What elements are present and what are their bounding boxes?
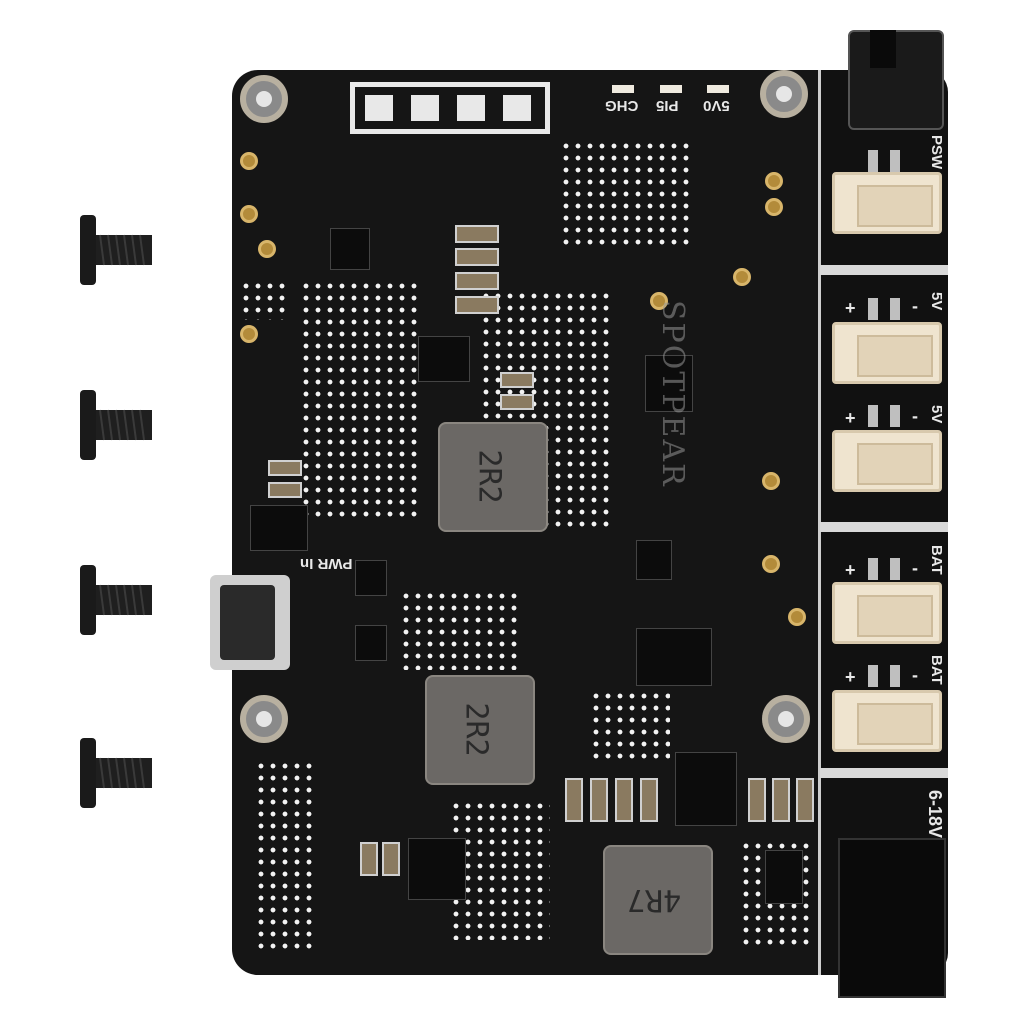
screw-1: [80, 215, 152, 285]
plus-marker: +: [845, 408, 856, 428]
strip-divider-line: [818, 70, 821, 975]
connector-psw[interactable]: [832, 172, 942, 234]
ic-chip: [765, 850, 803, 904]
connector-5v-2[interactable]: [832, 430, 942, 492]
label-5v0: 5V0: [703, 97, 730, 114]
screw-2: [80, 390, 152, 460]
ic-chip: [355, 625, 387, 661]
via-field: [255, 760, 315, 950]
inductor-2r2-a: 2R2: [438, 422, 548, 532]
via-field: [590, 690, 670, 760]
label-5v-1: 5V: [928, 292, 945, 311]
connector-bat-2[interactable]: [832, 690, 942, 752]
plus-marker: +: [845, 560, 856, 580]
via-field: [450, 800, 550, 940]
label-dc-input: 6-18V: [925, 790, 945, 839]
minus-marker: -: [912, 406, 918, 426]
ic-chip: [250, 505, 308, 551]
label-psw: PSW: [928, 135, 945, 170]
via-field: [240, 280, 290, 320]
watermark: SPOTPEAR: [655, 300, 690, 488]
power-switch-cap[interactable]: [870, 30, 896, 68]
ic-chip: [355, 560, 387, 596]
usb-c-port[interactable]: [210, 575, 290, 670]
via-field: [560, 140, 690, 250]
led-pi5: [660, 85, 682, 93]
dc-jack[interactable]: [838, 838, 946, 998]
ic-chip: [636, 628, 712, 686]
ic-chip: [636, 540, 672, 580]
ic-chip: [408, 838, 466, 900]
inductor-2r2-b: 2R2: [425, 675, 535, 785]
ic-chip: [645, 355, 693, 412]
mounting-hole: [240, 75, 288, 123]
connector-bat-1[interactable]: [832, 582, 942, 644]
screw-3: [80, 565, 152, 635]
minus-marker: -: [912, 296, 918, 316]
label-pwr-in: PWR In: [300, 555, 353, 572]
ic-chip: [330, 228, 370, 270]
via-field: [300, 280, 420, 520]
mounting-hole: [760, 70, 808, 118]
mounting-hole: [762, 695, 810, 743]
ic-chip: [675, 752, 737, 826]
plus-marker: +: [845, 298, 856, 318]
minus-marker: -: [912, 665, 918, 685]
strip-divider: [820, 768, 948, 778]
connector-5v-1[interactable]: [832, 322, 942, 384]
label-5v-2: 5V: [928, 405, 945, 424]
inductor-4r7: 4R7: [603, 845, 713, 955]
label-pi5: PI5: [656, 97, 679, 114]
battery-led-bar: [350, 82, 550, 134]
strip-divider: [820, 265, 948, 275]
led-chg: [612, 85, 634, 93]
led-5v0: [707, 85, 729, 93]
strip-divider: [820, 522, 948, 532]
via-field: [400, 590, 520, 670]
power-switch[interactable]: [848, 30, 944, 130]
screw-4: [80, 738, 152, 808]
minus-marker: -: [912, 558, 918, 578]
label-bat-1: BAT: [928, 545, 945, 575]
plus-marker: +: [845, 667, 856, 687]
ic-chip: [418, 336, 470, 382]
label-chg: CHG: [605, 97, 639, 114]
mounting-hole: [240, 695, 288, 743]
label-bat-2: BAT: [928, 655, 945, 685]
